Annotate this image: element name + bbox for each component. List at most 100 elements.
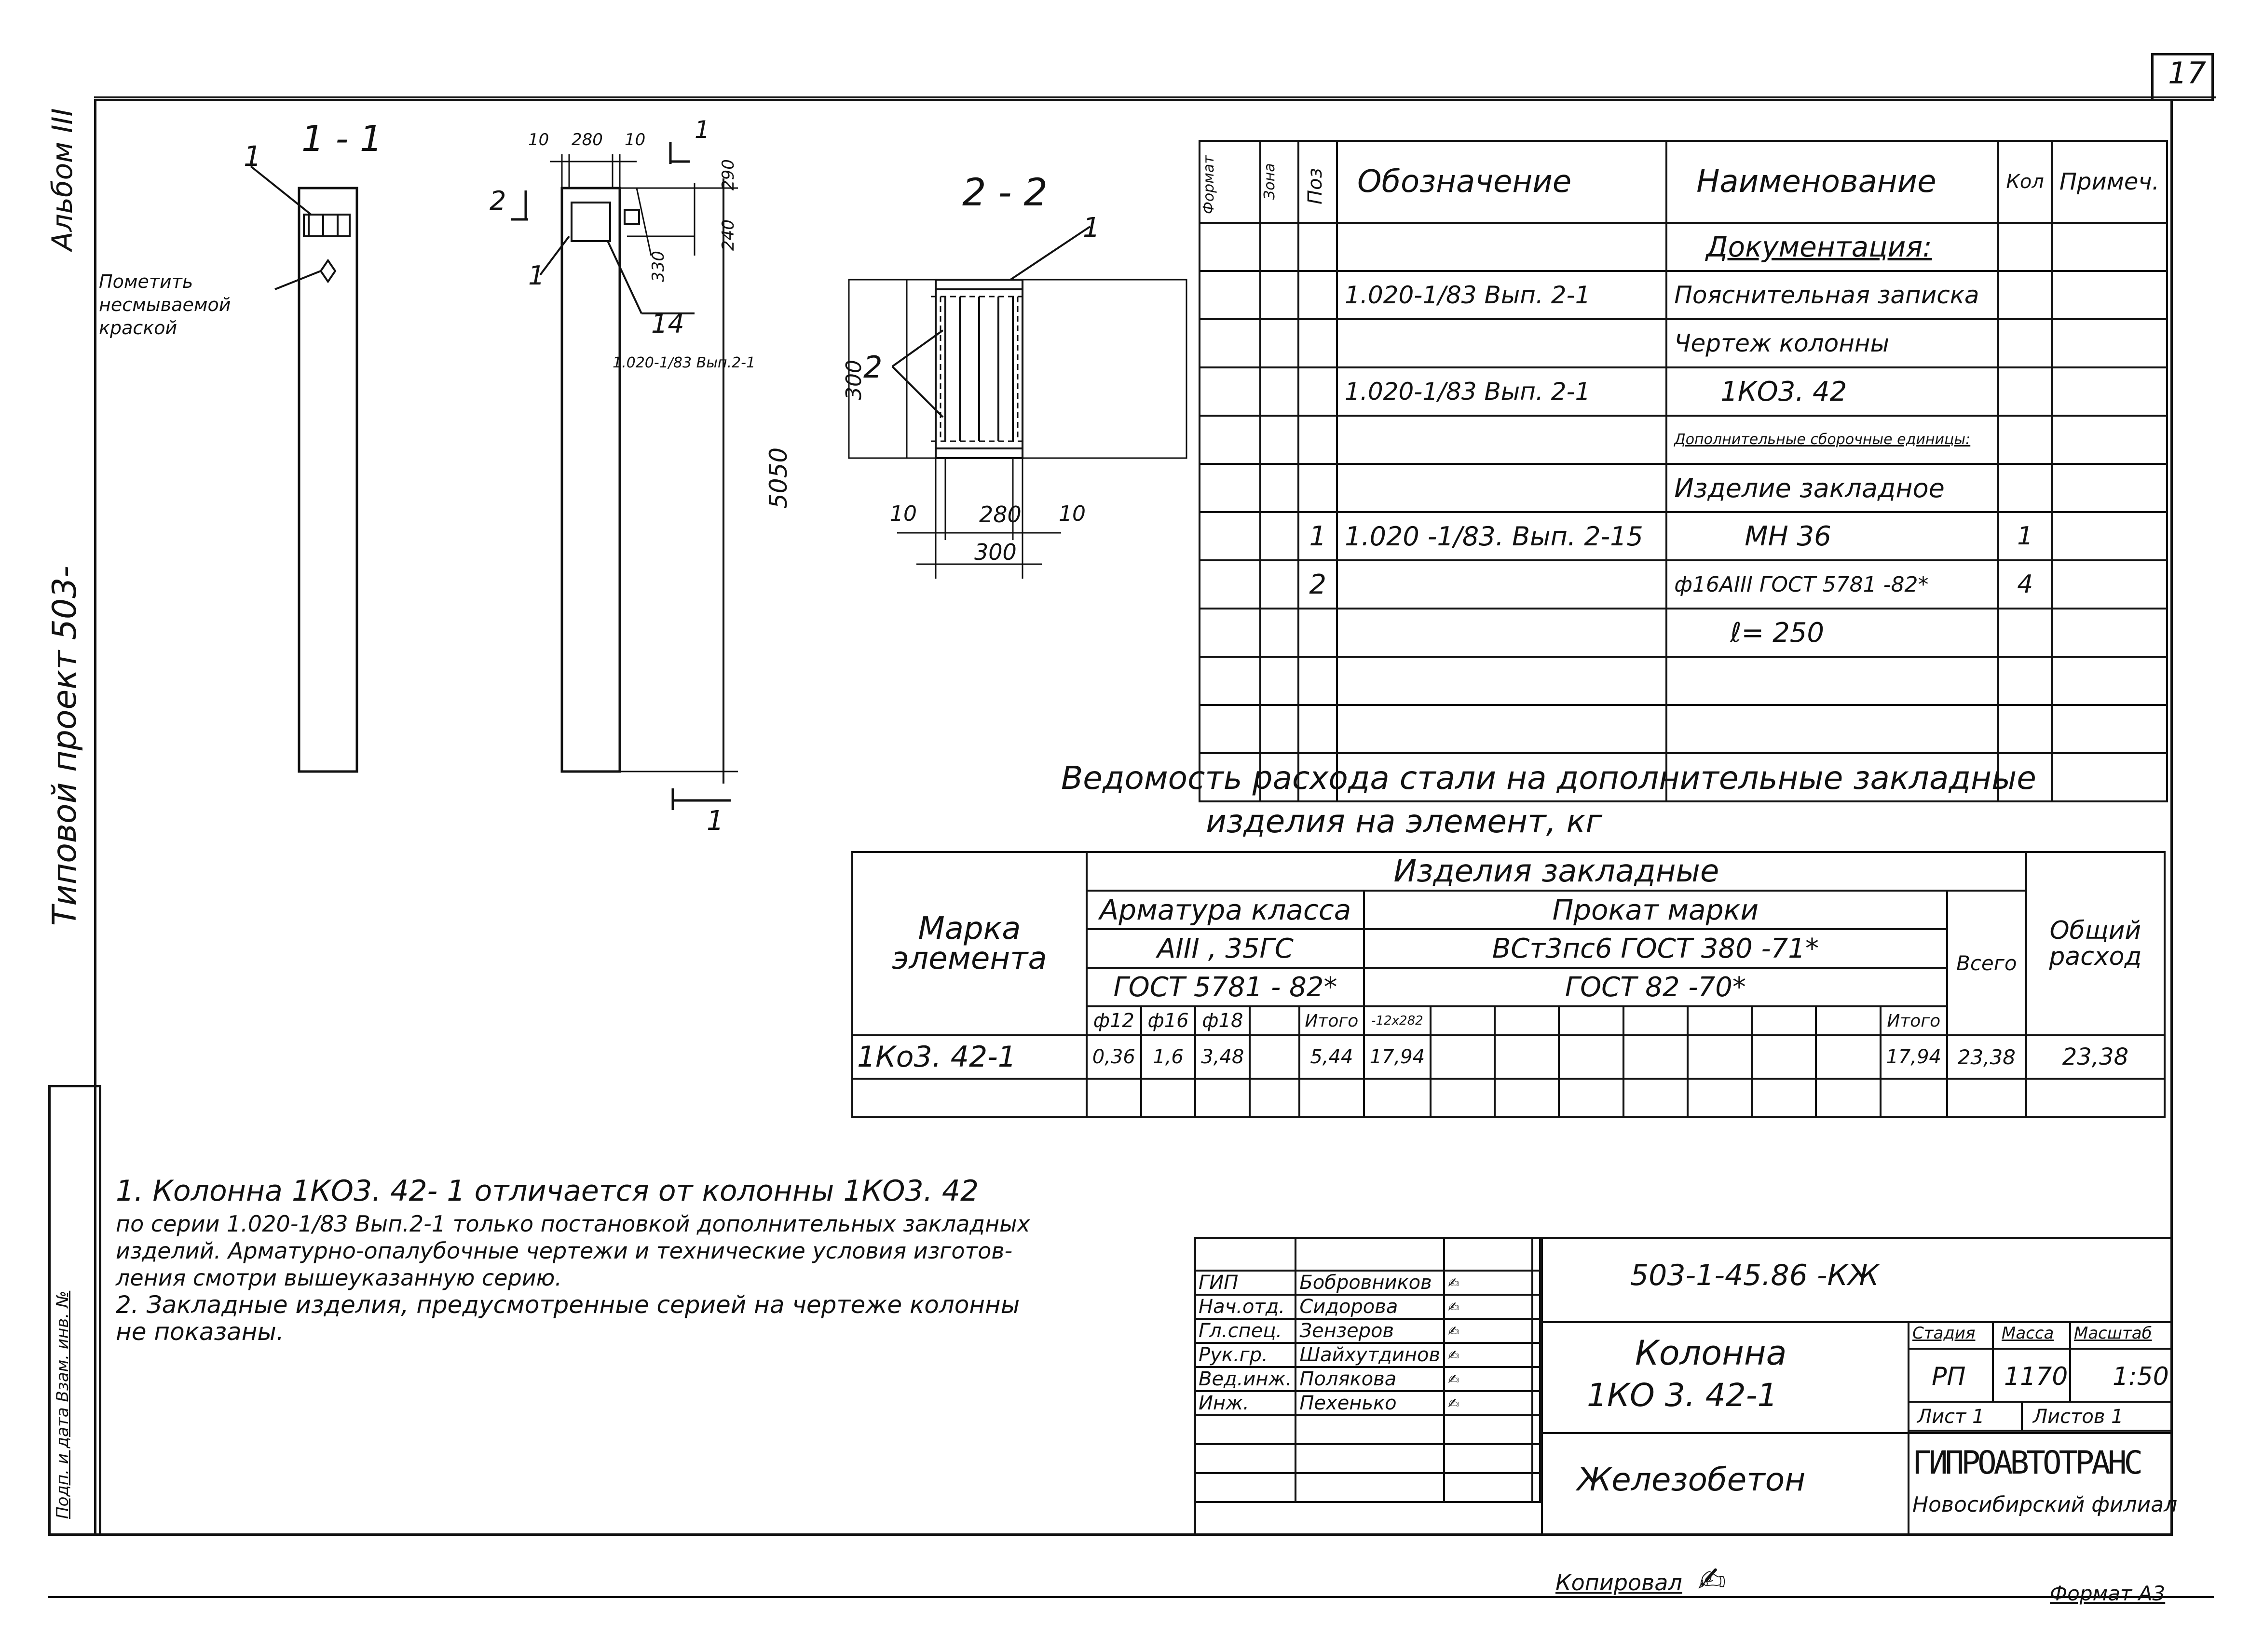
section-1-1-callout: 1 [244,140,261,173]
dim-top-10a: 10 [528,130,549,149]
column-label-14: 14 [651,309,684,339]
column-height: 5050 [764,447,792,509]
dim-top-280: 280 [572,130,603,149]
column-ref: 1.020-1/83 Вып.2-1 [613,354,756,371]
section-mark-left: 2 [490,186,506,216]
copier-signature: ✍ [1698,1560,1726,1599]
section-2-2-dim-300v: 300 [842,360,866,400]
stamp-divider [2069,1321,2071,1401]
stage-header: Стадия [1912,1324,1976,1343]
section-2-2-callout-1: 1 [1083,212,1100,244]
sheet-number: 17 [2168,55,2206,91]
steel-h-items: Изделия закладные [1085,851,2027,892]
top-border-line [94,96,2216,98]
steel-sub: -12х282 [1363,1005,1432,1036]
steel-h-armature: Арматура класса [1085,890,1365,930]
steel-sub [1429,1005,1496,1036]
stamp-person: Инж.Пехенько✍ [1193,1390,1541,1416]
section-2-2-dim-10a: 10 [890,501,917,526]
steel-sub [1494,1005,1560,1036]
stage-value: РП [1932,1362,1966,1391]
signature: ✍ [1443,1390,1533,1416]
steel-title-line1: Ведомость расхода стали на дополнительны… [1061,759,2036,797]
organization-logo: ГИПРОАВТОТРАНС [1912,1444,2143,1481]
steel-h-mark: Марка элемента [851,851,1088,1036]
note-line: изделий. Арматурно-опалубочные чертежи и… [116,1238,1013,1264]
section-2-2-dim-300: 300 [974,539,1017,565]
sheet-number-box [2151,53,2214,101]
note-line: по серии 1.020-1/83 Вып.2-1 только поста… [116,1211,1030,1237]
section-mark-top: 1 [695,116,710,144]
signature: ✍ [1443,1294,1533,1320]
steel-row-empty [851,1078,2166,1118]
section-2-2-dim-10b: 10 [1059,501,1086,526]
section-2-2-dim-280: 280 [979,501,1022,528]
signature: ✍ [1443,1270,1533,1296]
steel-h-overall: Общий расход [2025,851,2166,1036]
spec-row: Дополнительные сборочные единицы: [1199,415,2168,465]
mass-value: 1170 [2004,1362,2068,1391]
column-bottom-mark: 1 [707,805,724,837]
section-2-2-callout-2: 2 [863,350,883,385]
steel-h-arm-grade: АIII , 35ГС [1085,928,1365,969]
mass-header: Масса [2002,1324,2054,1343]
section-2-2-title: 2 - 2 [962,171,1048,215]
stamp-person: Гл.спец.Зензеров✍ [1193,1318,1541,1344]
stamp-divider [1908,1430,2173,1432]
document-code: 503-1-45.86 -КЖ [1630,1259,1879,1292]
dim-240: 240 [719,219,738,251]
stamp-person: Вед.инж.Полякова✍ [1193,1366,1541,1392]
note-line: 1. Колонна 1КО3. 42- 1 отличается от кол… [116,1174,979,1208]
paint-note: Пометить несмываемой краской [99,271,231,339]
steel-sub: ф18 [1194,1005,1251,1036]
spec-row [1199,752,2168,802]
steel-sub [1622,1005,1689,1036]
scale-header: Масштаб [2074,1324,2152,1343]
copied-label: Копировал [1555,1570,1682,1596]
stamp-divider [2021,1401,2023,1430]
steel-table: Марка элемента Изделия закладные Общий р… [851,851,2166,1118]
steel-sub [1558,1005,1624,1036]
stamp-divider [1908,1348,2173,1350]
stamp-divider [1908,1401,2173,1403]
branch: Новосибирский филиал [1912,1492,2178,1517]
steel-h-arm-gost: ГОСТ 5781 - 82* [1085,967,1365,1007]
column-callout-1: 1 [528,260,545,291]
spec-h-name: Наименование [1665,140,2000,224]
spec-row: Чертеж колонны [1199,318,2168,368]
steel-sub [1249,1005,1300,1036]
specification-table: Формат Зона Поз Обозначение Наименование… [1199,140,2168,802]
section-1-1-title: 1 - 1 [301,118,382,160]
steel-sub [1686,1005,1753,1036]
steel-h-rolled-grade: ВСт3пс6 ГОСТ 380 -71* [1363,928,1948,969]
sheet-label: Лист 1 [1917,1406,1985,1428]
scale-value: 1:50 [2113,1362,2169,1391]
steel-sub [1751,1005,1817,1036]
steel-h-rolled: Прокат марки [1363,890,1948,930]
note-line: не показаны. [116,1318,284,1346]
signature: ✍ [1443,1366,1533,1392]
side-stamp-text: Подп. и дата Взам. инв. № [53,1290,72,1519]
bottom-border-line [48,1596,2214,1598]
drawing-title-1: Колонна [1635,1333,1787,1373]
stamp-person: Нач.отд.Сидорова✍ [1193,1294,1541,1320]
dim-290: 290 [719,159,738,190]
format-label: Формат А3 [2050,1582,2166,1605]
spec-row: Документация: [1199,222,2168,272]
signature: ✍ [1443,1318,1533,1344]
steel-sub [1815,1005,1882,1036]
dim-top-10b: 10 [625,130,646,149]
signature: ✍ [1443,1342,1533,1368]
material: Железобетон [1577,1461,1806,1498]
steel-title-line2: изделия на элемент, кг [1206,803,1603,840]
section-2-2-drawing [848,226,1187,579]
stamp-person: Рук.гр.Шайхутдинов✍ [1193,1342,1541,1368]
steel-row: 1Ко3. 42-1 0,36 1,6 3,48 5,44 17,94 17,9… [851,1034,2166,1080]
stamp-divider [1541,1321,2173,1323]
column-elevation-drawing [511,142,738,810]
